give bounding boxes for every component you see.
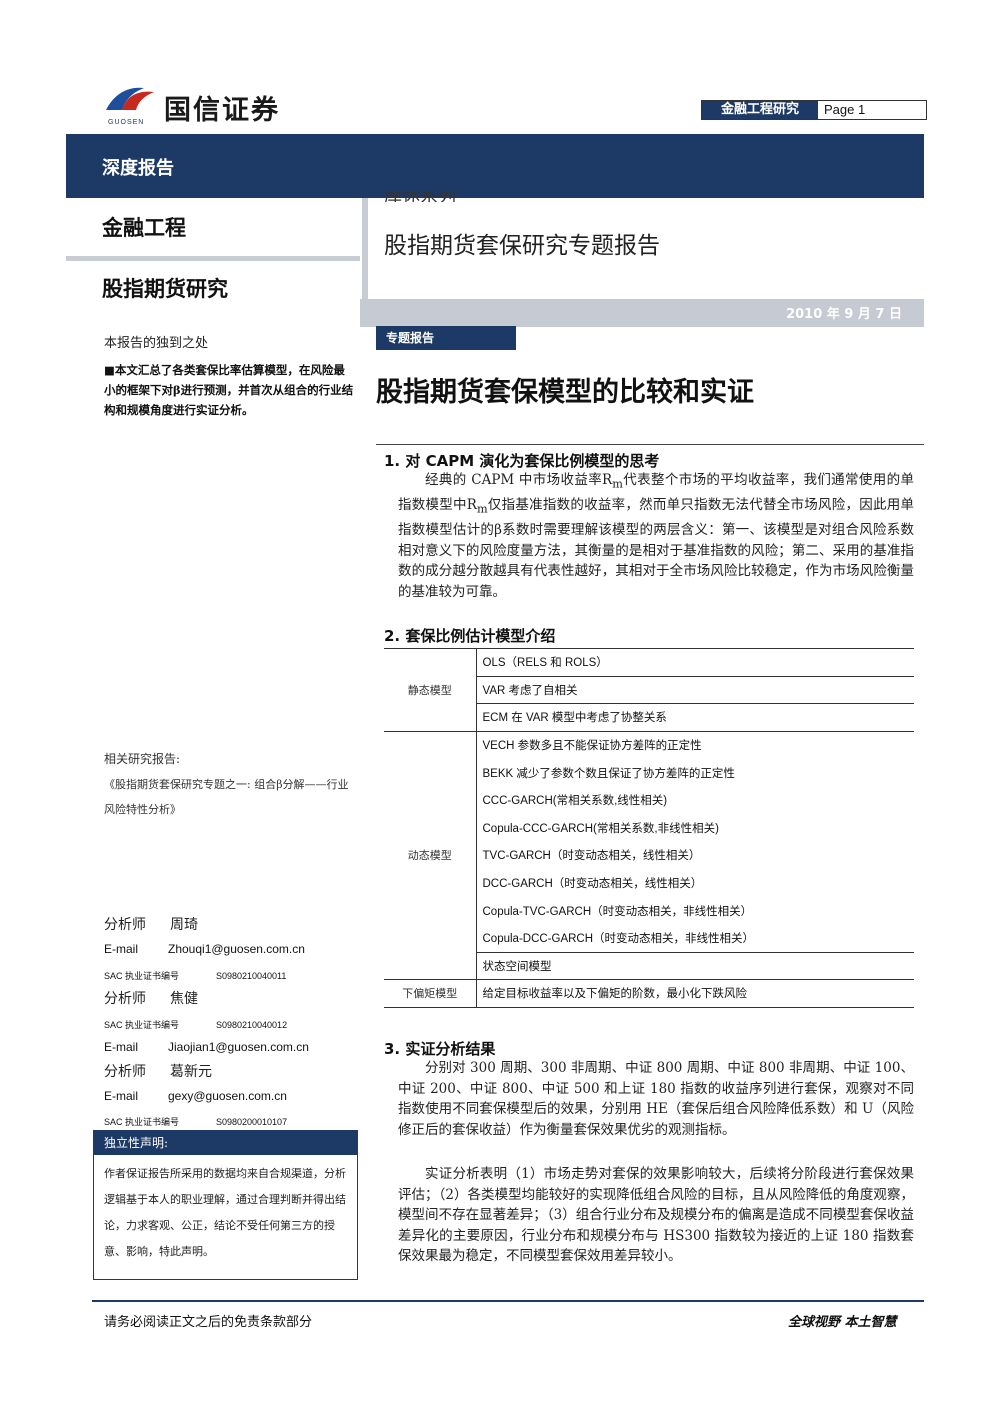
email-label: E-mail <box>104 1089 139 1103</box>
page-number: Page 1 <box>824 102 866 117</box>
sac-number: S0980210040011 <box>216 971 287 981</box>
model-item: BEKK 减少了参数个数且保证了协方差阵的正定性 <box>482 767 735 780</box>
model-item: VAR 考虑了自相关 <box>476 676 914 705</box>
section-3-para-2: 实证分析表明（1）市场走势对套保的效果影响较大，后续将分阶段进行套保效果评估；（… <box>398 1166 914 1264</box>
footer-rule <box>92 1300 924 1302</box>
analyst-name-text: 葛新元 <box>170 1064 212 1080</box>
subcategory-title: 股指期货研究 <box>102 277 228 301</box>
section-1-text-a: 经典的 CAPM 中市场收益率R <box>425 472 613 488</box>
divider <box>66 256 360 261</box>
sac-label: SAC 执业证书编号 <box>104 971 180 981</box>
model-category: 静态模型 <box>384 648 477 732</box>
independence-statement: 独立性声明: 作者保证报告所采用的数据均来自合规渠道，分析逻辑基于本人的职业理解… <box>93 1130 358 1280</box>
model-item: ECM 在 VAR 模型中考虑了协整关系 <box>476 703 914 732</box>
section-1-text-b: 代表整个市场的平均收益率，我们通常使用的单指数模型中R <box>398 472 914 514</box>
logo-text: 国信证券 <box>164 95 280 126</box>
model-item: Copula-DCC-GARCH（时变动态相关，非线性相关） <box>476 924 914 953</box>
independence-title: 独立性声明: <box>94 1131 357 1155</box>
model-category: 下偏矩模型 <box>384 979 477 1008</box>
report-type-title: 深度报告 <box>102 158 174 179</box>
table-row: 状态空间模型 <box>384 952 914 981</box>
model-item: VECH 参数多且不能保证协方差阵的正定性 <box>482 740 702 753</box>
model-item: TVC-GARCH（时变动态相关，线性相关） <box>482 850 701 863</box>
table-row: Copula-DCC-GARCH（时变动态相关，非线性相关） <box>384 924 914 953</box>
rm-subscript: m <box>612 477 623 491</box>
series-title-clipped: 库休系列 <box>384 192 464 202</box>
model-item: OLS（RELS 和 ROLS） <box>476 648 914 677</box>
footer-slogan: 全球视野 本土智慧 <box>788 1315 897 1330</box>
model-item: Copula-CCC-GARCH(常相关系数,非线性相关) <box>482 822 719 835</box>
model-item: 给定目标收益率以及下偏矩的阶数，最小化下跌风险 <box>476 979 914 1008</box>
table-row: ECM 在 VAR 模型中考虑了协整关系 <box>384 703 914 732</box>
category-title: 金融工程 <box>102 216 186 240</box>
sac-label: SAC 执业证书编号 <box>104 1117 180 1127</box>
sac-number: S0980210040012 <box>216 1020 288 1030</box>
section-3-title: 3. 实证分析结果 <box>384 1040 496 1058</box>
guosen-logo-icon <box>104 84 156 118</box>
model-item: Copula-TVC-GARCH（时变动态相关，非线性相关） <box>482 905 753 918</box>
table-row: Copula-CCC-GARCH(常相关系数,非线性相关) <box>384 814 914 842</box>
analyst-name: 分析师 葛新元 <box>104 1061 212 1081</box>
analyst-email: E-mail gexy@guosen.com.cn <box>104 1089 287 1103</box>
divider <box>376 444 924 445</box>
highlights-text: ■本文汇总了各类套保比率估算模型，在风险最小的框架下对β进行预测，并首次从组合的… <box>104 363 354 417</box>
model-item: 状态空间模型 <box>476 952 914 981</box>
analyst-name-text: 焦健 <box>170 991 198 1007</box>
analyst-role: 分析师 <box>104 991 146 1007</box>
section-1-body: 经典的 CAPM 中市场收益率Rm代表整个市场的平均收益率，我们通常使用的单指数… <box>398 470 914 602</box>
section-1-title: 1. 对 CAPM 演化为套保比例模型的思考 <box>384 452 660 470</box>
main-title: 股指期货套保模型的比较和实证 <box>376 377 754 408</box>
category-box: 金融工程 <box>66 198 360 256</box>
table-row: BEKK 减少了参数个数且保证了协方差阵的正定性 <box>384 759 914 787</box>
table-row: 下偏矩模型 给定目标收益率以及下偏矩的阶数，最小化下跌风险 <box>384 979 914 1008</box>
series-title: 股指期货套保研究专题报告 <box>384 233 660 259</box>
model-category: 动态模型 <box>384 731 477 981</box>
email-link[interactable]: Jiaojian1@guosen.com.cn <box>168 1040 309 1054</box>
analyst-name: 分析师 焦健 <box>104 988 198 1008</box>
table-row: Copula-TVC-GARCH（时变动态相关，非线性相关） <box>384 897 914 925</box>
related-report-link[interactable]: 《股指期货套保研究专题之一: 组合β分解——行业风险特性分析》 <box>104 778 349 816</box>
model-item: CCC-GARCH(常相关系数,线性相关) <box>482 795 668 808</box>
section-3-para-1: 分别对 300 周期、300 非周期、中证 800 周期、中证 800 非周期、… <box>398 1060 914 1138</box>
analyst-role: 分析师 <box>104 1064 146 1080</box>
model-item: DCC-GARCH（时变动态相关，线性相关） <box>482 878 703 891</box>
table-row: DCC-GARCH（时变动态相关，线性相关） <box>384 869 914 897</box>
header-label-box: 金融工程研究 Page 1 <box>701 100 927 120</box>
section-2-title: 2. 套保比例估计模型介绍 <box>384 627 556 645</box>
logo-subtext: GUOSEN <box>108 119 145 126</box>
table-row: TVC-GARCH（时变动态相关，线性相关） <box>384 842 914 870</box>
email-label: E-mail <box>104 1040 139 1054</box>
analyst-name: 分析师 周琦 <box>104 914 198 934</box>
email-link[interactable]: gexy@guosen.com.cn <box>168 1089 287 1103</box>
date-bar: 2010 年 9 月 7 日 <box>360 299 924 327</box>
table-row: 动态模型 VECH 参数多且不能保证协方差阵的正定性 <box>384 731 914 981</box>
disclaimer-note: 请务必阅读正文之后的免责条款部分 <box>104 1315 313 1330</box>
table-row: 静态模型 OLS（RELS 和 ROLS） <box>384 648 914 732</box>
email-link[interactable]: Zhouqi1@guosen.com.cn <box>168 942 305 956</box>
report-tag: 专题报告 <box>376 326 516 350</box>
analyst-email: E-mail Zhouqi1@guosen.com.cn <box>104 942 305 956</box>
section-1-text-c: 仅指基准指数的收益率，然而单只指数无法代替全市场风险，因此用单指数模型估计的β系… <box>398 497 914 600</box>
models-table: 静态模型 OLS（RELS 和 ROLS） VAR 考虑了自相关 ECM 在 V… <box>384 648 914 1008</box>
analyst-sac: SAC 执业证书编号 S0980210040012 <box>104 1018 287 1031</box>
email-label: E-mail <box>104 942 139 956</box>
analyst-email: E-mail Jiaojian1@guosen.com.cn <box>104 1040 309 1054</box>
table-row: CCC-GARCH(常相关系数,线性相关) <box>384 786 914 814</box>
table-row: VAR 考虑了自相关 <box>384 676 914 705</box>
analyst-role: 分析师 <box>104 917 146 933</box>
subcategory-box: 股指期货研究 <box>66 261 360 301</box>
report-type-band: 深度报告 <box>66 134 924 198</box>
section-label: 金融工程研究 <box>702 101 818 119</box>
analyst-name-text: 周琦 <box>170 917 198 933</box>
sac-number: S0980200010107 <box>216 1117 288 1127</box>
sac-label: SAC 执业证书编号 <box>104 1020 180 1030</box>
rm-subscript: m <box>476 502 488 516</box>
highlights-title: 本报告的独到之处 <box>104 336 209 351</box>
divider <box>362 198 368 299</box>
analyst-sac: SAC 执业证书编号 S0980200010107 <box>104 1115 287 1128</box>
related-reports-title: 相关研究报告: <box>104 752 181 766</box>
independence-text: 作者保证报告所采用的数据均来自合规渠道，分析逻辑基于本人的职业理解，通过合理判断… <box>104 1167 346 1258</box>
report-date: 2010 年 9 月 7 日 <box>786 307 902 322</box>
analyst-sac: SAC 执业证书编号 S0980210040011 <box>104 969 286 982</box>
